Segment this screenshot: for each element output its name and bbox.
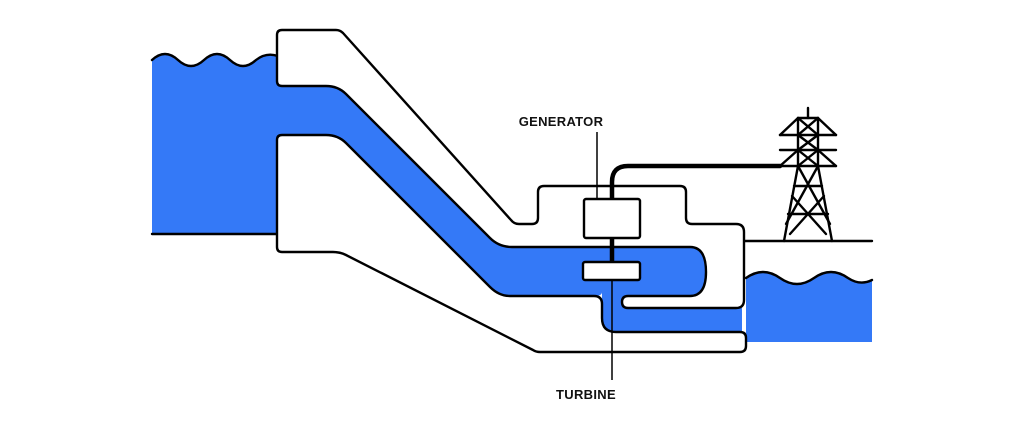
- power-transmission-tower-icon: [778, 106, 838, 243]
- turbine-box: [581, 260, 642, 282]
- tailrace-surface-line: [744, 270, 874, 286]
- tailrace-water: [746, 272, 872, 342]
- power-line: [609, 163, 783, 203]
- generator-label: GENERATOR: [519, 114, 604, 129]
- dam-lower-block: [275, 133, 748, 354]
- turbine-label: TURBINE: [556, 387, 616, 402]
- reservoir-surface-line: [150, 52, 280, 68]
- reservoir-water: [152, 54, 278, 234]
- generator-box: [582, 197, 642, 240]
